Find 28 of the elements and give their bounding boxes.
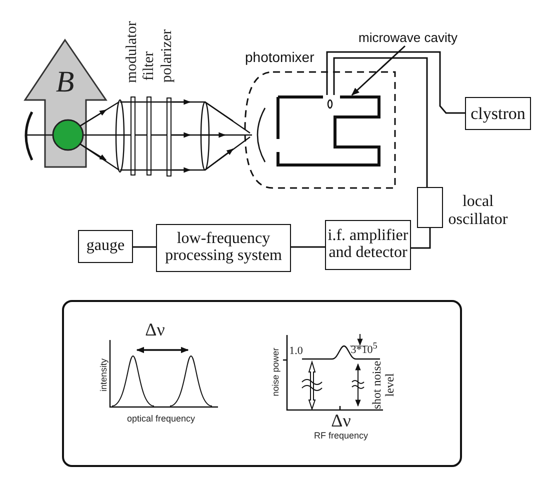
component-label: modulator (125, 21, 141, 83)
process-box: low-frequency processing system (156, 224, 291, 272)
device-label: local oscillator (447, 193, 509, 228)
delta-nu-label: Δν (331, 412, 351, 430)
axis-label: RF frequency (314, 431, 368, 441)
connector-line (326, 51, 465, 114)
level-label: 3*10$^{5}$ (350, 341, 378, 357)
component-label: polarizer (160, 29, 176, 83)
callout-text: microwave cavity (358, 31, 458, 45)
field-symbol: B (56, 66, 74, 98)
leader-line (351, 45, 406, 96)
tick-label: 1.0 (289, 346, 303, 358)
delta-nu-label: Δν (145, 320, 165, 340)
axis-label: shot noise level (370, 360, 396, 412)
axis-label: optical frequency (126, 414, 196, 424)
axis-label: intensity (99, 358, 109, 392)
process-box: i.f. amplifier and detector (325, 220, 411, 270)
microwave-cavity-drawing (275, 95, 382, 167)
connector-line (333, 57, 428, 187)
process-box: clystron (465, 97, 531, 130)
enclosure-label: photomixer (245, 50, 314, 65)
axis-label: noise power (271, 348, 281, 396)
process-box: gauge (78, 230, 133, 263)
connector-line (291, 246, 325, 248)
oscillator-box (417, 187, 443, 228)
connector-line (411, 228, 431, 249)
connector-line (133, 246, 156, 248)
component-label: filter (142, 51, 158, 81)
